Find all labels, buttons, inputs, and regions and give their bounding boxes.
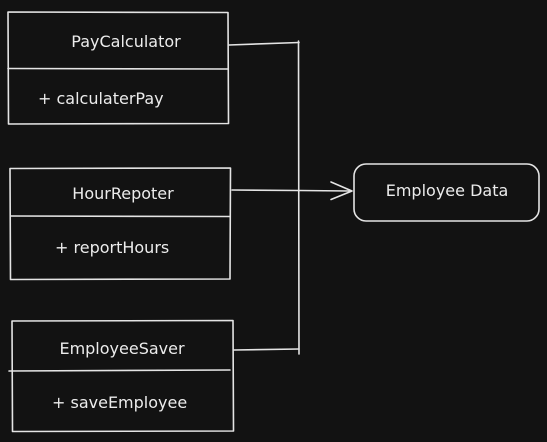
class-box-paycalculator-outline [7, 11, 230, 125]
connectors [228, 40, 353, 355]
connector-paycalculator [228, 41, 300, 46]
target-node-employee-data: Employee Data [353, 163, 540, 222]
target-node-outline [353, 163, 540, 222]
target-node-label: Employee Data [386, 181, 509, 200]
class-method-paycalculator: + calculaterPay [38, 89, 164, 108]
class-box-hourrepoter-divider [9, 215, 231, 218]
class-box-employeesaver: EmployeeSaver + saveEmployee [8, 319, 235, 433]
connector-vertical-bus [297, 40, 300, 355]
class-name-employeesaver: EmployeeSaver [59, 339, 185, 358]
connector-employeesaver [233, 348, 300, 351]
class-method-hourrepoter: + reportHours [55, 238, 169, 257]
class-name-hourrepoter: HourRepoter [72, 184, 174, 203]
connector-hourrepoter [231, 189, 300, 192]
class-name-paycalculator: PayCalculator [71, 32, 181, 51]
class-method-employeesaver: + saveEmployee [52, 393, 187, 412]
class-box-employeesaver-divider [8, 369, 231, 372]
class-box-paycalculator-divider [7, 67, 229, 70]
arrowhead-icon [330, 181, 353, 201]
class-box-employeesaver-outline [11, 319, 235, 433]
class-box-hourrepoter-outline [9, 167, 232, 281]
class-box-paycalculator: PayCalculator + calculaterPay [7, 11, 230, 125]
connector-to-target [298, 189, 351, 192]
class-box-hourrepoter: HourRepoter + reportHours [9, 167, 232, 281]
